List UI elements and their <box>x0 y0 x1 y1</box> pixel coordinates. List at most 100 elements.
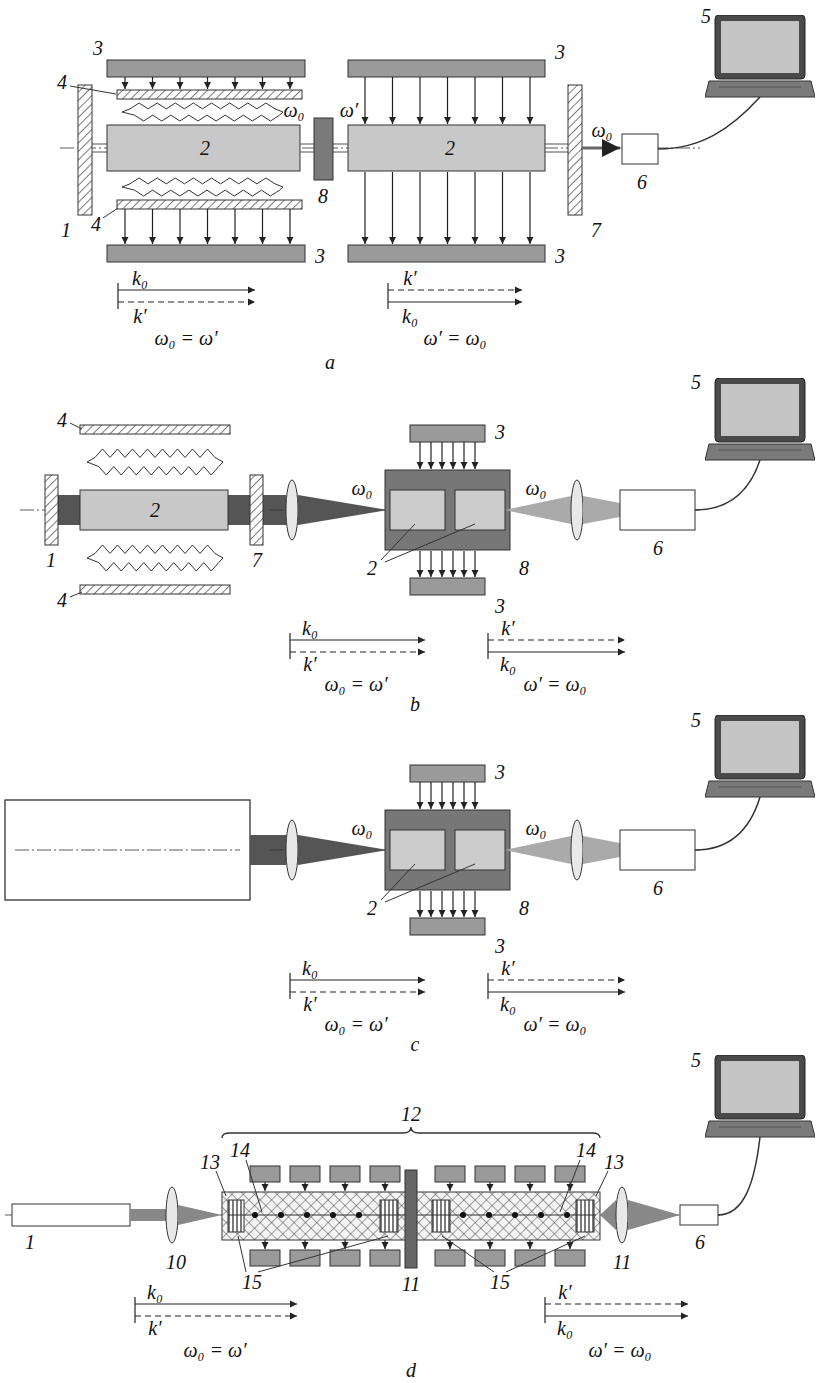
callout-number: 2 <box>445 138 455 158</box>
symbol-label: k₀ <box>132 268 148 288</box>
part-shape <box>117 200 302 209</box>
part-shape <box>515 1250 545 1266</box>
callout-number: 12 <box>401 1104 421 1124</box>
part-shape <box>45 475 58 545</box>
beam-shape <box>628 1200 680 1230</box>
line-stroke <box>344 1182 345 1191</box>
line-stroke <box>70 592 82 597</box>
line-stroke <box>135 1303 297 1304</box>
part-shape <box>250 475 263 545</box>
line-stroke <box>489 1240 490 1249</box>
line-stroke <box>529 77 530 124</box>
symbol-instance <box>705 378 815 460</box>
line-stroke <box>15 850 240 851</box>
callout-number: 6 <box>653 878 663 898</box>
symbol-label: k₀ <box>147 1282 163 1302</box>
beam-shape <box>87 449 223 475</box>
line-stroke <box>364 77 365 124</box>
symbol-label: ω₀ <box>591 120 612 140</box>
symbol-label: k′ <box>133 306 146 326</box>
part-shape <box>432 1200 450 1232</box>
line-stroke <box>392 77 393 124</box>
symbol-label: k₀ <box>402 306 418 326</box>
fiber-dot <box>538 1212 544 1218</box>
cable-path <box>658 97 760 149</box>
callout-number: 5 <box>691 710 701 730</box>
callout-number: 8 <box>519 558 529 578</box>
line-stroke <box>234 209 235 244</box>
callout-number: 3 <box>495 422 505 442</box>
line-stroke <box>560 1160 580 1212</box>
symbol-label: ω₀ = ω′ <box>183 1340 246 1360</box>
symbol-label: ω′ <box>340 100 359 120</box>
line-stroke <box>103 208 118 218</box>
line-stroke <box>216 1171 226 1196</box>
part-shape <box>228 1200 244 1232</box>
line-stroke <box>488 639 625 640</box>
beam-shape <box>122 178 283 196</box>
part-shape <box>568 85 582 215</box>
symbol-instance <box>270 765 700 935</box>
line-stroke <box>442 1236 494 1272</box>
line-stroke <box>529 172 530 244</box>
symbol-label: k₀ <box>557 1318 573 1338</box>
callout-number: 5 <box>701 6 711 26</box>
part-shape <box>405 1170 417 1268</box>
group <box>87 77 688 1323</box>
line-stroke <box>264 1182 265 1191</box>
symbol-label: ω₀ = ω′ <box>154 328 217 348</box>
callout-number: 14 <box>576 1140 596 1160</box>
line-stroke <box>488 991 625 992</box>
line-stroke <box>124 77 125 89</box>
fiber-dot <box>252 1212 258 1218</box>
panel-c-drawing <box>5 715 815 935</box>
callout-number: 13 <box>200 1152 220 1172</box>
group <box>250 1166 585 1266</box>
line-stroke <box>124 209 125 244</box>
callout-number: 11 <box>613 1252 632 1272</box>
callout-number: 3 <box>315 246 325 266</box>
line-stroke <box>304 1182 305 1191</box>
symbol-label: ω₀ = ω′ <box>324 1014 387 1034</box>
part-shape <box>117 90 302 99</box>
line-stroke <box>364 172 365 244</box>
callout-number: 8 <box>318 186 328 206</box>
part-shape <box>290 1166 320 1182</box>
line-stroke <box>246 1160 262 1212</box>
part-shape <box>475 1166 505 1182</box>
callout-number: 2 <box>367 558 377 578</box>
symbol-instance <box>705 1055 815 1137</box>
part-shape <box>80 585 230 594</box>
part-shape <box>680 1205 718 1225</box>
symbol-label: k′ <box>403 268 416 288</box>
part-shape <box>370 1250 400 1266</box>
callout-number: 8 <box>519 898 529 918</box>
fiber-dot <box>460 1212 466 1218</box>
line-stroke <box>117 283 118 309</box>
fiber-dot <box>486 1212 492 1218</box>
line-stroke <box>544 1297 545 1323</box>
line-stroke <box>238 1236 246 1272</box>
symbol-label: k₀ <box>500 994 516 1014</box>
fiber-dot <box>564 1212 570 1218</box>
line-stroke <box>262 77 263 89</box>
part-shape <box>380 1200 398 1232</box>
symbol-label: ω₀ <box>525 818 546 838</box>
line-stroke <box>262 209 263 244</box>
line-stroke <box>289 209 290 244</box>
line-stroke <box>289 973 290 999</box>
symbol-label: k′ <box>501 618 514 638</box>
line-stroke <box>290 979 425 980</box>
line-stroke <box>290 639 425 640</box>
line-stroke <box>447 77 448 124</box>
line-stroke <box>70 423 82 429</box>
line-stroke <box>388 301 522 302</box>
symbol-label: ω₀ <box>525 478 546 498</box>
line-stroke <box>207 209 208 244</box>
callout-number: 6 <box>653 538 663 558</box>
line-stroke <box>258 1236 388 1272</box>
line-stroke <box>289 633 290 659</box>
beam-shape <box>600 1200 616 1230</box>
line-stroke <box>474 172 475 244</box>
line-stroke <box>264 1240 265 1249</box>
